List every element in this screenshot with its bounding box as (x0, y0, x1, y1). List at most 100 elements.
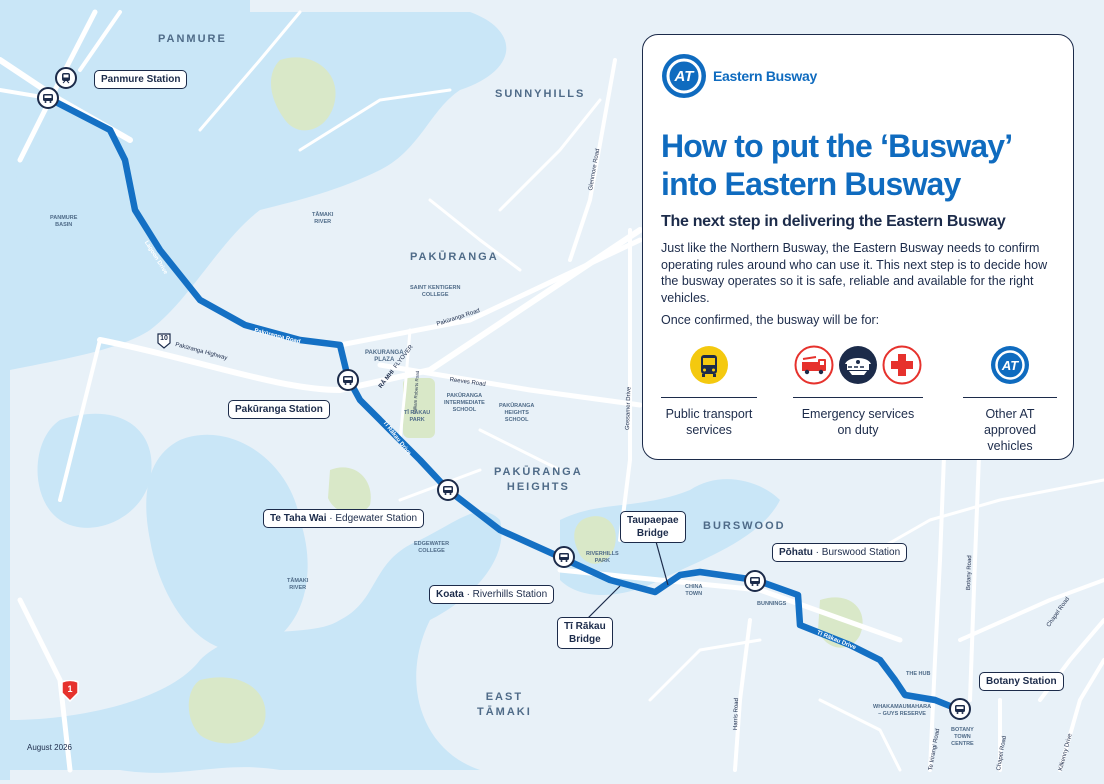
station-label-pohatu[interactable]: Pōhatu · Burswood Station (772, 543, 908, 562)
category-label: Emergency services on duty (783, 406, 933, 438)
poi-pakuranga-plaza-line2: PLAZA (374, 357, 395, 363)
station-label-botany[interactable]: Botany Station (979, 672, 1064, 691)
area-label-east-tamaki: EAST TĀMAKI (477, 690, 532, 720)
headline: How to put the ‘Busway’ into Eastern Bus… (661, 127, 1066, 203)
station-label-pakuranga[interactable]: Pakūranga Station (228, 400, 330, 419)
category-divider (793, 397, 923, 398)
tamaki-river-south (146, 434, 308, 652)
poi-tamaki-river-south-line1: TĀMAKI (287, 578, 309, 584)
poi-whakamaumahara-line2: – GUYS RESERVE (878, 711, 926, 717)
poi-ti-rakau-park-line2: PARK (409, 417, 425, 423)
koata-bus-stop[interactable] (553, 546, 575, 568)
koata-suffix: · Riverhills Station (463, 589, 548, 600)
poi-botany-town-centre-line1: BOTANY (951, 727, 974, 733)
botany-bus-stop[interactable] (949, 698, 971, 720)
area-label-pakuranga-heights: PAKŪRANGA HEIGHTS (494, 465, 583, 495)
te-taha-wai-bus-stop[interactable] (437, 479, 459, 501)
taupaepae-leader (654, 537, 669, 586)
medical-cross-icon (882, 345, 922, 385)
te-taha-wai-name: Te Taha Wai (270, 513, 327, 524)
poi-tamaki-river-north-line1: TĀMAKI (312, 212, 334, 218)
poi-panmure-basin-line2: BASIN (55, 222, 73, 228)
station-label-te-taha-wai[interactable]: Te Taha Wai · Edgewater Station (263, 509, 425, 528)
road-label-harris-road: Harris Road (733, 698, 741, 731)
poi-whakamaumahara-guys-reserve: WHAKAMAUMAHARA – GUYS RESERVE (873, 704, 931, 718)
poi-ti-rakau-park: TĪ RĀKAU PARK (404, 410, 430, 424)
poi-botany-town-centre-line3: CENTRE (951, 741, 974, 747)
brand-name: Eastern Busway (713, 68, 817, 84)
sh1-number: 1 (67, 684, 73, 694)
poi-pakuranga-plaza-line1: PAKURANGA (365, 350, 404, 356)
category-label-line1: Other AT (985, 407, 1035, 421)
park (188, 677, 266, 744)
panmure-bus-stop[interactable] (37, 87, 59, 109)
bus-stop-icon (43, 94, 53, 103)
brand-lockup: AT Eastern Busway (661, 53, 817, 99)
pakuranga-bus-stop[interactable] (337, 369, 359, 391)
hwy10-shield-icon (157, 333, 171, 349)
area-label-pakuranga-heights-line1: PAKŪRANGA (494, 466, 583, 478)
area-label-east-tamaki-line2: TĀMAKI (477, 706, 532, 718)
category-label-line2: services (686, 423, 732, 437)
category-label-line3: vehicles (987, 439, 1033, 453)
koata-name: Koata (436, 589, 464, 600)
poi-intermediate-line3: SCHOOL (452, 407, 477, 413)
area-label-burswood: BURSWOOD (703, 520, 786, 532)
poi-tamaki-river-north: TĀMAKI RIVER (312, 212, 333, 226)
headline-line2: into Eastern Busway (661, 166, 961, 202)
state-highway-1-shield: 1 (60, 679, 80, 707)
bus-icon (690, 346, 728, 384)
headline-line1: How to put the ‘Busway’ (661, 128, 1013, 164)
pohatu-bus-stop[interactable] (744, 570, 766, 592)
poi-china-town: CHINA TOWN (685, 584, 702, 598)
station-label-panmure[interactable]: Panmure Station (94, 70, 188, 89)
poi-panmure-basin-line1: PANMURE (50, 215, 78, 221)
poi-riverhills-park-line1: RIVERHILLS (586, 551, 619, 557)
subheading: The next step in delivering the Eastern … (661, 213, 1006, 230)
bus-stop-icon (955, 705, 965, 714)
category-label-line1: Emergency services (801, 407, 915, 421)
category-public-transport: Public transport services (653, 345, 765, 438)
poi-pakuranga-heights-school: PAKŪRANGA HEIGHTS SCHOOL (499, 403, 534, 424)
poi-tamaki-river-south: TĀMAKI RIVER (287, 578, 308, 592)
bus-stop-icon (750, 577, 760, 586)
road-label-botany-road: Botany Road (966, 555, 974, 591)
category-emergency-services: Emergency services on duty (783, 345, 933, 438)
bus-stop-icon (443, 486, 453, 495)
bus-stop-icon (559, 553, 569, 562)
poi-edgewater-college-line2: COLLEGE (418, 548, 445, 554)
poi-heights-school-line2: HEIGHTS (504, 410, 529, 416)
station-label-koata[interactable]: Koata · Riverhills Station (429, 585, 555, 604)
panmure-train-stop[interactable] (55, 67, 77, 89)
botany-name: Botany Station (986, 676, 1057, 687)
ti-rakau-park-area (403, 378, 435, 438)
fire-truck-icon (794, 345, 834, 385)
poi-edgewater-college-line1: EDGEWATER (414, 541, 450, 547)
at-logo-icon: AT (991, 346, 1029, 384)
at-logo-icon: AT (662, 54, 706, 98)
category-divider (963, 397, 1057, 398)
poi-heights-school-line3: SCHOOL (504, 417, 529, 423)
poi-the-hub: THE HUB (906, 671, 931, 677)
taupaepae-line2: Bridge (636, 528, 669, 539)
category-label: Other AT approved vehicles (955, 406, 1065, 454)
body-text: Just like the Northern Busway, the Easte… (661, 241, 1048, 305)
poi-saint-kentigern-college: SAINT KENTIGERN COLLEGE (410, 285, 460, 299)
info-panel: AT Eastern Busway How to put the ‘Busway… (642, 34, 1074, 460)
inlet (37, 413, 152, 528)
pohatu-name: Pōhatu (779, 547, 813, 558)
pakuranga-name: Pakūranga Station (235, 404, 323, 415)
poi-intermediate-line2: INTERMEDIATE (444, 400, 485, 406)
poi-intermediate-line1: PAKŪRANGA (446, 393, 483, 399)
poi-ti-rakau-park-line1: TĪ RĀKAU (404, 410, 431, 416)
poi-edgewater-college: EDGEWATER COLLEGE (414, 541, 449, 555)
category-label-line2: approved (983, 423, 1037, 437)
poi-panmure-basin: PANMURE BASIN (50, 215, 77, 229)
riverhills-park-area (574, 516, 616, 564)
category-other-at-vehicles: AT Other AT approved vehicles (955, 345, 1065, 454)
ti-rakau-bridge-leader (585, 585, 621, 621)
category-divider (661, 397, 757, 398)
